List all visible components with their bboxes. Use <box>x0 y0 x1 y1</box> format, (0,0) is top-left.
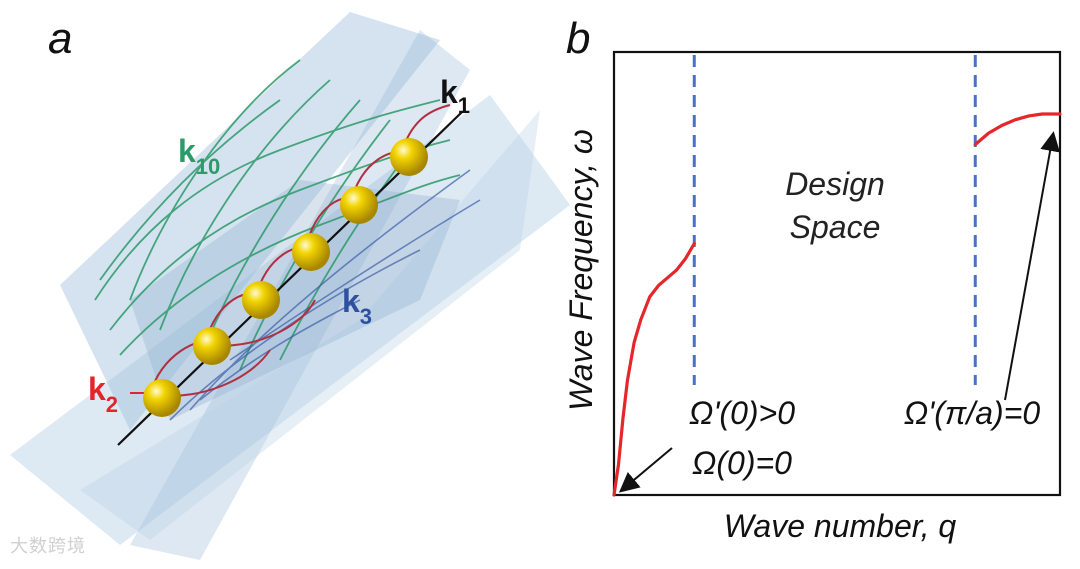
label-k10: k10 <box>178 133 220 179</box>
annotation-left-line1: Ω'(0)>0 <box>689 395 795 431</box>
panel-b-letter: b <box>566 14 591 63</box>
panel-a-letter: a <box>48 14 73 63</box>
label-k1: k1 <box>440 74 470 118</box>
chart-frame <box>612 50 1062 497</box>
dispersion-curve-2 <box>973 112 1062 147</box>
plane-3 <box>130 30 470 560</box>
design-space-label-line2: Space <box>790 209 881 245</box>
watermark: 大数跨境 <box>10 536 86 557</box>
sphere <box>242 281 280 319</box>
sphere <box>390 138 428 176</box>
design-space-label-line1: Design <box>785 166 885 202</box>
dispersion-chart: Design Space Ω'(0)>0 Ω(0)=0 Ω'(π/a)=0 Wa… <box>563 50 1062 544</box>
y-axis-label: Wave Frequency, ω <box>563 129 599 411</box>
plane-4 <box>80 110 540 540</box>
panel-a-illustration: k1 k10 k3 k2 <box>10 12 570 560</box>
dispersion-curve-1 <box>612 241 696 497</box>
x-axis-label: Wave number, q <box>724 508 957 544</box>
k3-mesh <box>169 169 481 421</box>
sphere <box>143 379 181 417</box>
sphere <box>193 327 231 365</box>
label-k2: k2 <box>88 371 118 417</box>
label-k3: k3 <box>342 283 372 329</box>
arrow-to-zone-edge <box>1004 131 1060 401</box>
annotation-left-line2: Ω(0)=0 <box>692 445 792 481</box>
sphere <box>340 186 378 224</box>
sphere-chain <box>143 138 428 417</box>
arrow-to-origin <box>618 447 673 493</box>
sphere <box>292 233 330 271</box>
annotation-right: Ω'(π/a)=0 <box>904 395 1041 431</box>
